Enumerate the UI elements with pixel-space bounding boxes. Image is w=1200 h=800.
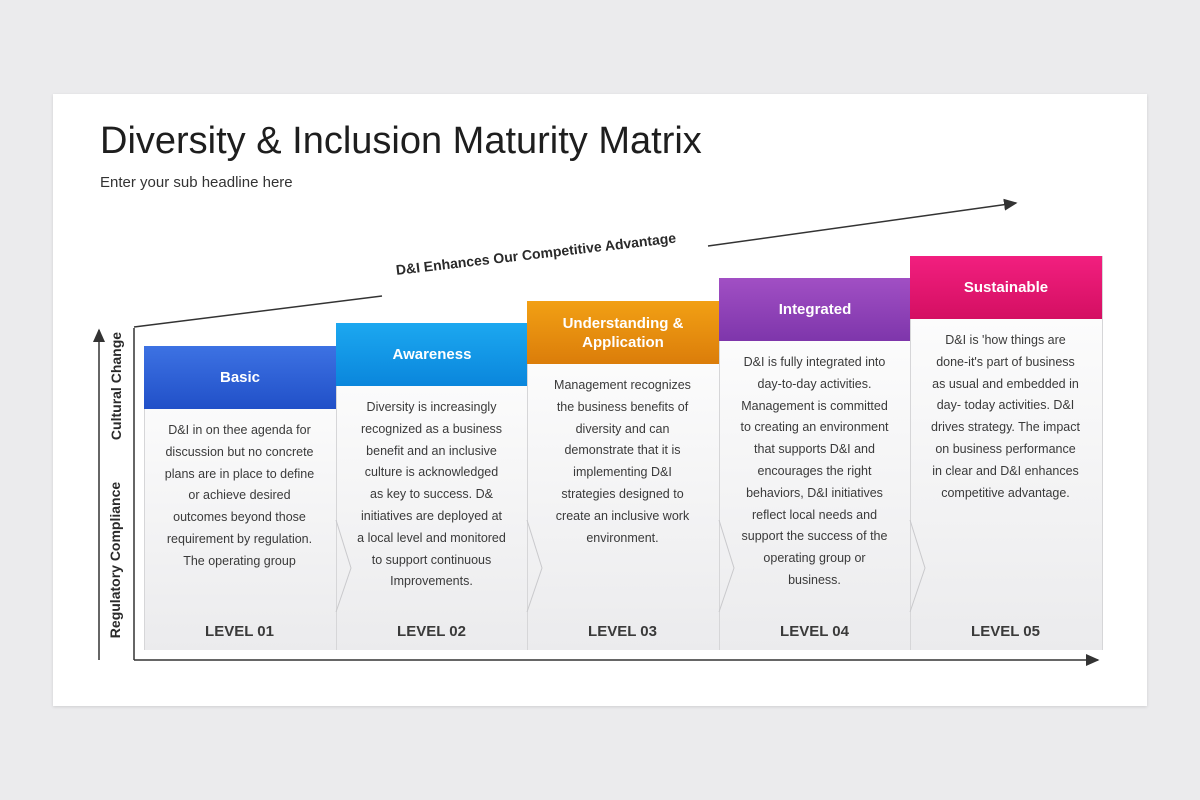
level-number-5: LEVEL 05 <box>971 623 1040 640</box>
column-chevron-4 <box>718 520 735 613</box>
cultural-change-label: Cultural Change <box>108 331 124 441</box>
level-description-5: D&I is 'how things are done-it's part of… <box>931 333 1080 500</box>
banner-line-right <box>707 198 1018 247</box>
level-number-4: LEVEL 04 <box>780 623 849 640</box>
regulatory-compliance-label: Regulatory Compliance <box>107 481 123 639</box>
level-description-1: D&I in on thee agenda for discussion but… <box>164 423 315 568</box>
page-title: Diversity & Inclusion Maturity Matrix <box>100 120 702 162</box>
level-number-1: LEVEL 01 <box>205 623 274 640</box>
level-number-3: LEVEL 03 <box>588 623 657 640</box>
level-description-3: Management recognizes the business benef… <box>554 378 691 545</box>
banner-line-left <box>133 295 383 328</box>
level-description-2: Diversity is increasingly recognized as … <box>357 400 506 589</box>
page-subtitle: Enter your sub headline here <box>100 174 293 191</box>
level-header-2: Awareness <box>336 323 528 386</box>
level-header-4: Integrated <box>719 278 911 341</box>
column-chevron-2 <box>335 520 352 613</box>
level-number-2: LEVEL 02 <box>397 623 466 640</box>
column-chevron-5 <box>909 520 926 613</box>
level-header-1: Basic <box>144 346 336 409</box>
level-description-4: D&I is fully integrated into day-to-day … <box>740 355 889 587</box>
level-header-5: Sustainable <box>910 256 1102 319</box>
level-header-3: Understanding & Application <box>527 301 719 364</box>
column-chevron-3 <box>526 520 543 613</box>
level-column-5 <box>910 256 1103 650</box>
